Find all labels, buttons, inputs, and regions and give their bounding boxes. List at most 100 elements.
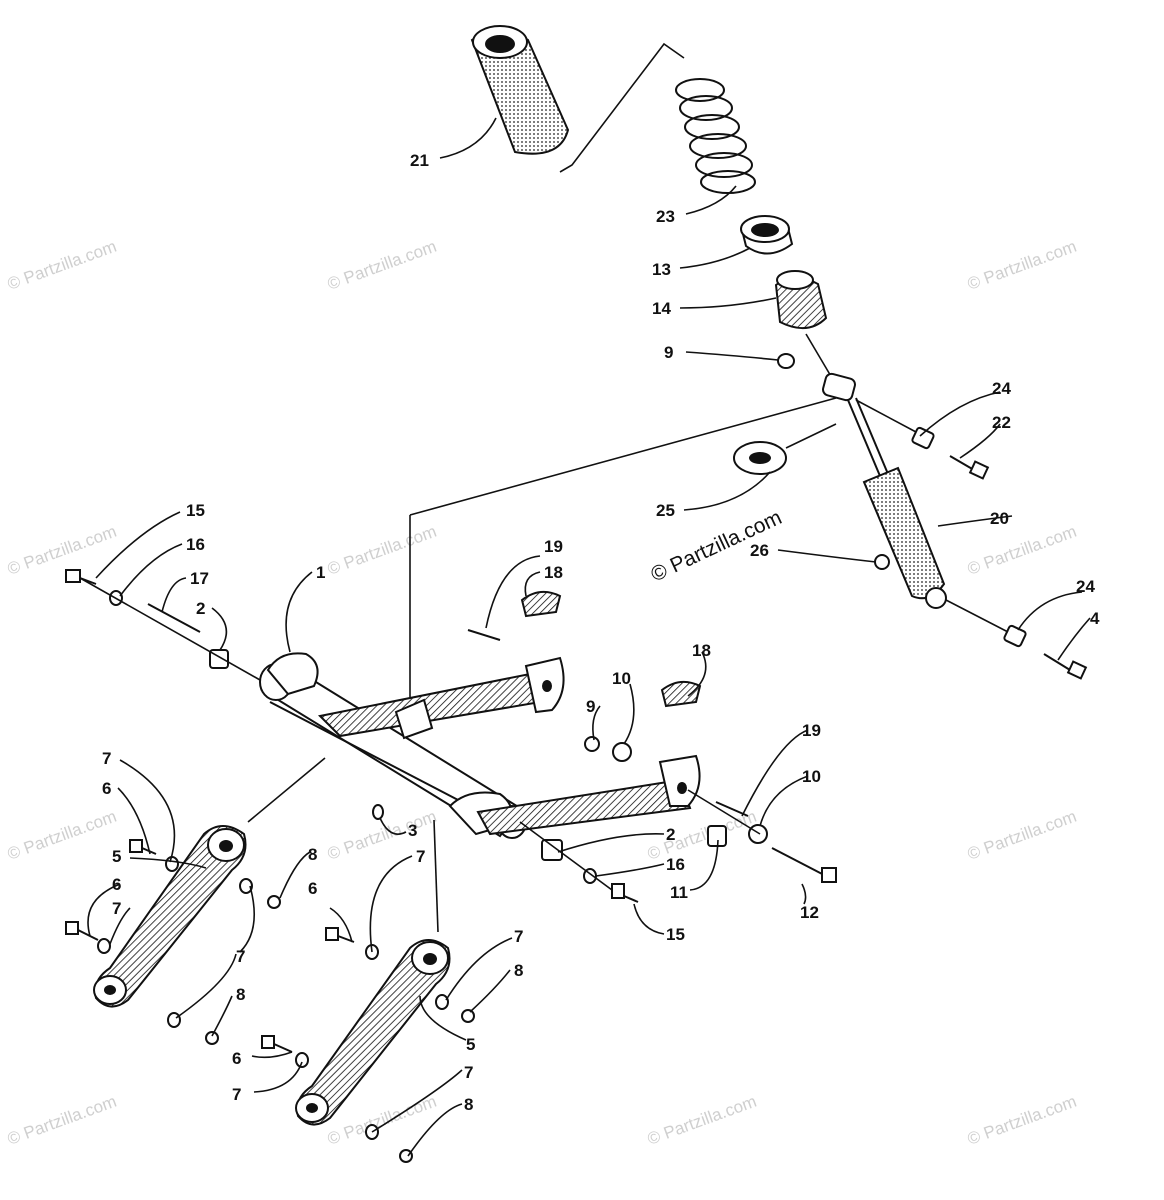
watermark: © Partzilla.com [965,807,1079,864]
nut-part [399,1149,413,1163]
bolt-part [129,839,157,855]
callout-26: 26 [750,541,769,560]
coil-spring-part [675,78,756,194]
callout-8: 8 [308,845,317,864]
callout-19: 19 [544,537,563,556]
bearing-cap-part [660,680,702,708]
pin-part [467,629,501,641]
washer-part [165,856,179,872]
callout-16: 16 [666,855,685,874]
watermark: © Partzilla.com [645,1092,759,1149]
washer-part [167,1012,181,1028]
callout-4: 4 [1090,609,1100,628]
parts [65,25,1088,1163]
callout-6: 6 [102,779,111,798]
bushing-part [911,426,935,450]
callout-21: 21 [410,151,429,170]
watermark: © Partzilla.com [325,237,439,294]
spring-seat-part [740,215,794,255]
watermark: © Partzilla.com [5,1092,119,1149]
callout-18: 18 [692,641,711,660]
nut-part [584,736,600,752]
bolt-part [771,847,837,883]
callout-19: 19 [802,721,821,740]
watermark: © Partzilla.com [965,522,1079,579]
spacer-part [612,742,632,762]
washer-part [295,1052,309,1068]
callout-25: 25 [656,501,675,520]
callout-7: 7 [464,1063,473,1082]
callout-8: 8 [236,985,245,1004]
callout-11: 11 [670,883,688,902]
nut-part [205,1031,219,1045]
pivot-arm-assembly [259,652,701,839]
callout-7: 7 [514,927,523,946]
washer-part [435,994,449,1010]
callout-7: 7 [236,947,245,966]
bolt-part [949,455,990,480]
washer-part [97,938,111,954]
bolt-part [261,1035,293,1053]
shock-absorber-part [822,372,947,609]
bolt-part [1043,653,1088,680]
callout-7: 7 [102,749,111,768]
callout-24: 24 [992,379,1011,398]
watermark: © Partzilla.com [965,237,1079,294]
callouts: 21 23 13 14 9 24 22 25 20 26 24 4 15 16 … [102,151,1100,1114]
callout-10: 10 [802,767,821,786]
callout-7: 7 [112,899,121,918]
callout-5: 5 [466,1035,475,1054]
callout-2: 2 [666,825,675,844]
callout-16: 16 [186,535,205,554]
callout-1: 1 [316,563,325,582]
bolt-part [65,569,97,585]
callout-7: 7 [416,847,425,866]
washer-part [239,878,253,894]
callout-7: 7 [232,1085,241,1104]
callout-5: 5 [112,847,121,866]
watermark: © Partzilla.com [5,522,119,579]
watermark: © Partzilla.com [965,1092,1079,1149]
callout-18: 18 [544,563,563,582]
callout-24: 24 [1076,577,1095,596]
callout-20: 20 [990,509,1009,528]
callout-10: 10 [612,669,631,688]
leader-lines [87,117,1091,1157]
washer-part [733,441,787,475]
connector-line [559,42,685,173]
callout-9: 9 [586,697,595,716]
callout-6: 6 [112,875,121,894]
bushing-part [1003,624,1027,648]
callout-17: 17 [190,569,209,588]
grease-fitting-part [372,804,384,820]
bolt-part [611,883,639,903]
nut-part [267,895,281,909]
callout-3: 3 [408,821,417,840]
nut-part [461,1009,475,1023]
bolt-part [65,921,99,941]
callout-15: 15 [186,501,205,520]
callout-22: 22 [992,413,1011,432]
link-arm-part [93,825,247,1008]
callout-2: 2 [196,599,205,618]
dust-boot-part [470,25,570,155]
nut-part [874,554,890,570]
callout-6: 6 [232,1049,241,1068]
nut-part [777,353,795,369]
callout-14: 14 [652,299,671,318]
bushing-part [707,825,727,847]
watermark: © Partzilla.com [5,807,119,864]
watermark: © Partzilla.com [5,237,119,294]
callout-15: 15 [666,925,685,944]
bump-stop-part [774,270,828,329]
spacer-part [748,824,768,844]
watermark: © Partzilla.com [325,522,439,579]
callout-8: 8 [464,1095,473,1114]
callout-23: 23 [656,207,675,226]
link-arm-part [295,939,451,1126]
bearing-cap-part [520,590,562,618]
pivot-shaft-part [147,603,201,633]
callout-6: 6 [308,879,317,898]
callout-9: 9 [664,343,673,362]
